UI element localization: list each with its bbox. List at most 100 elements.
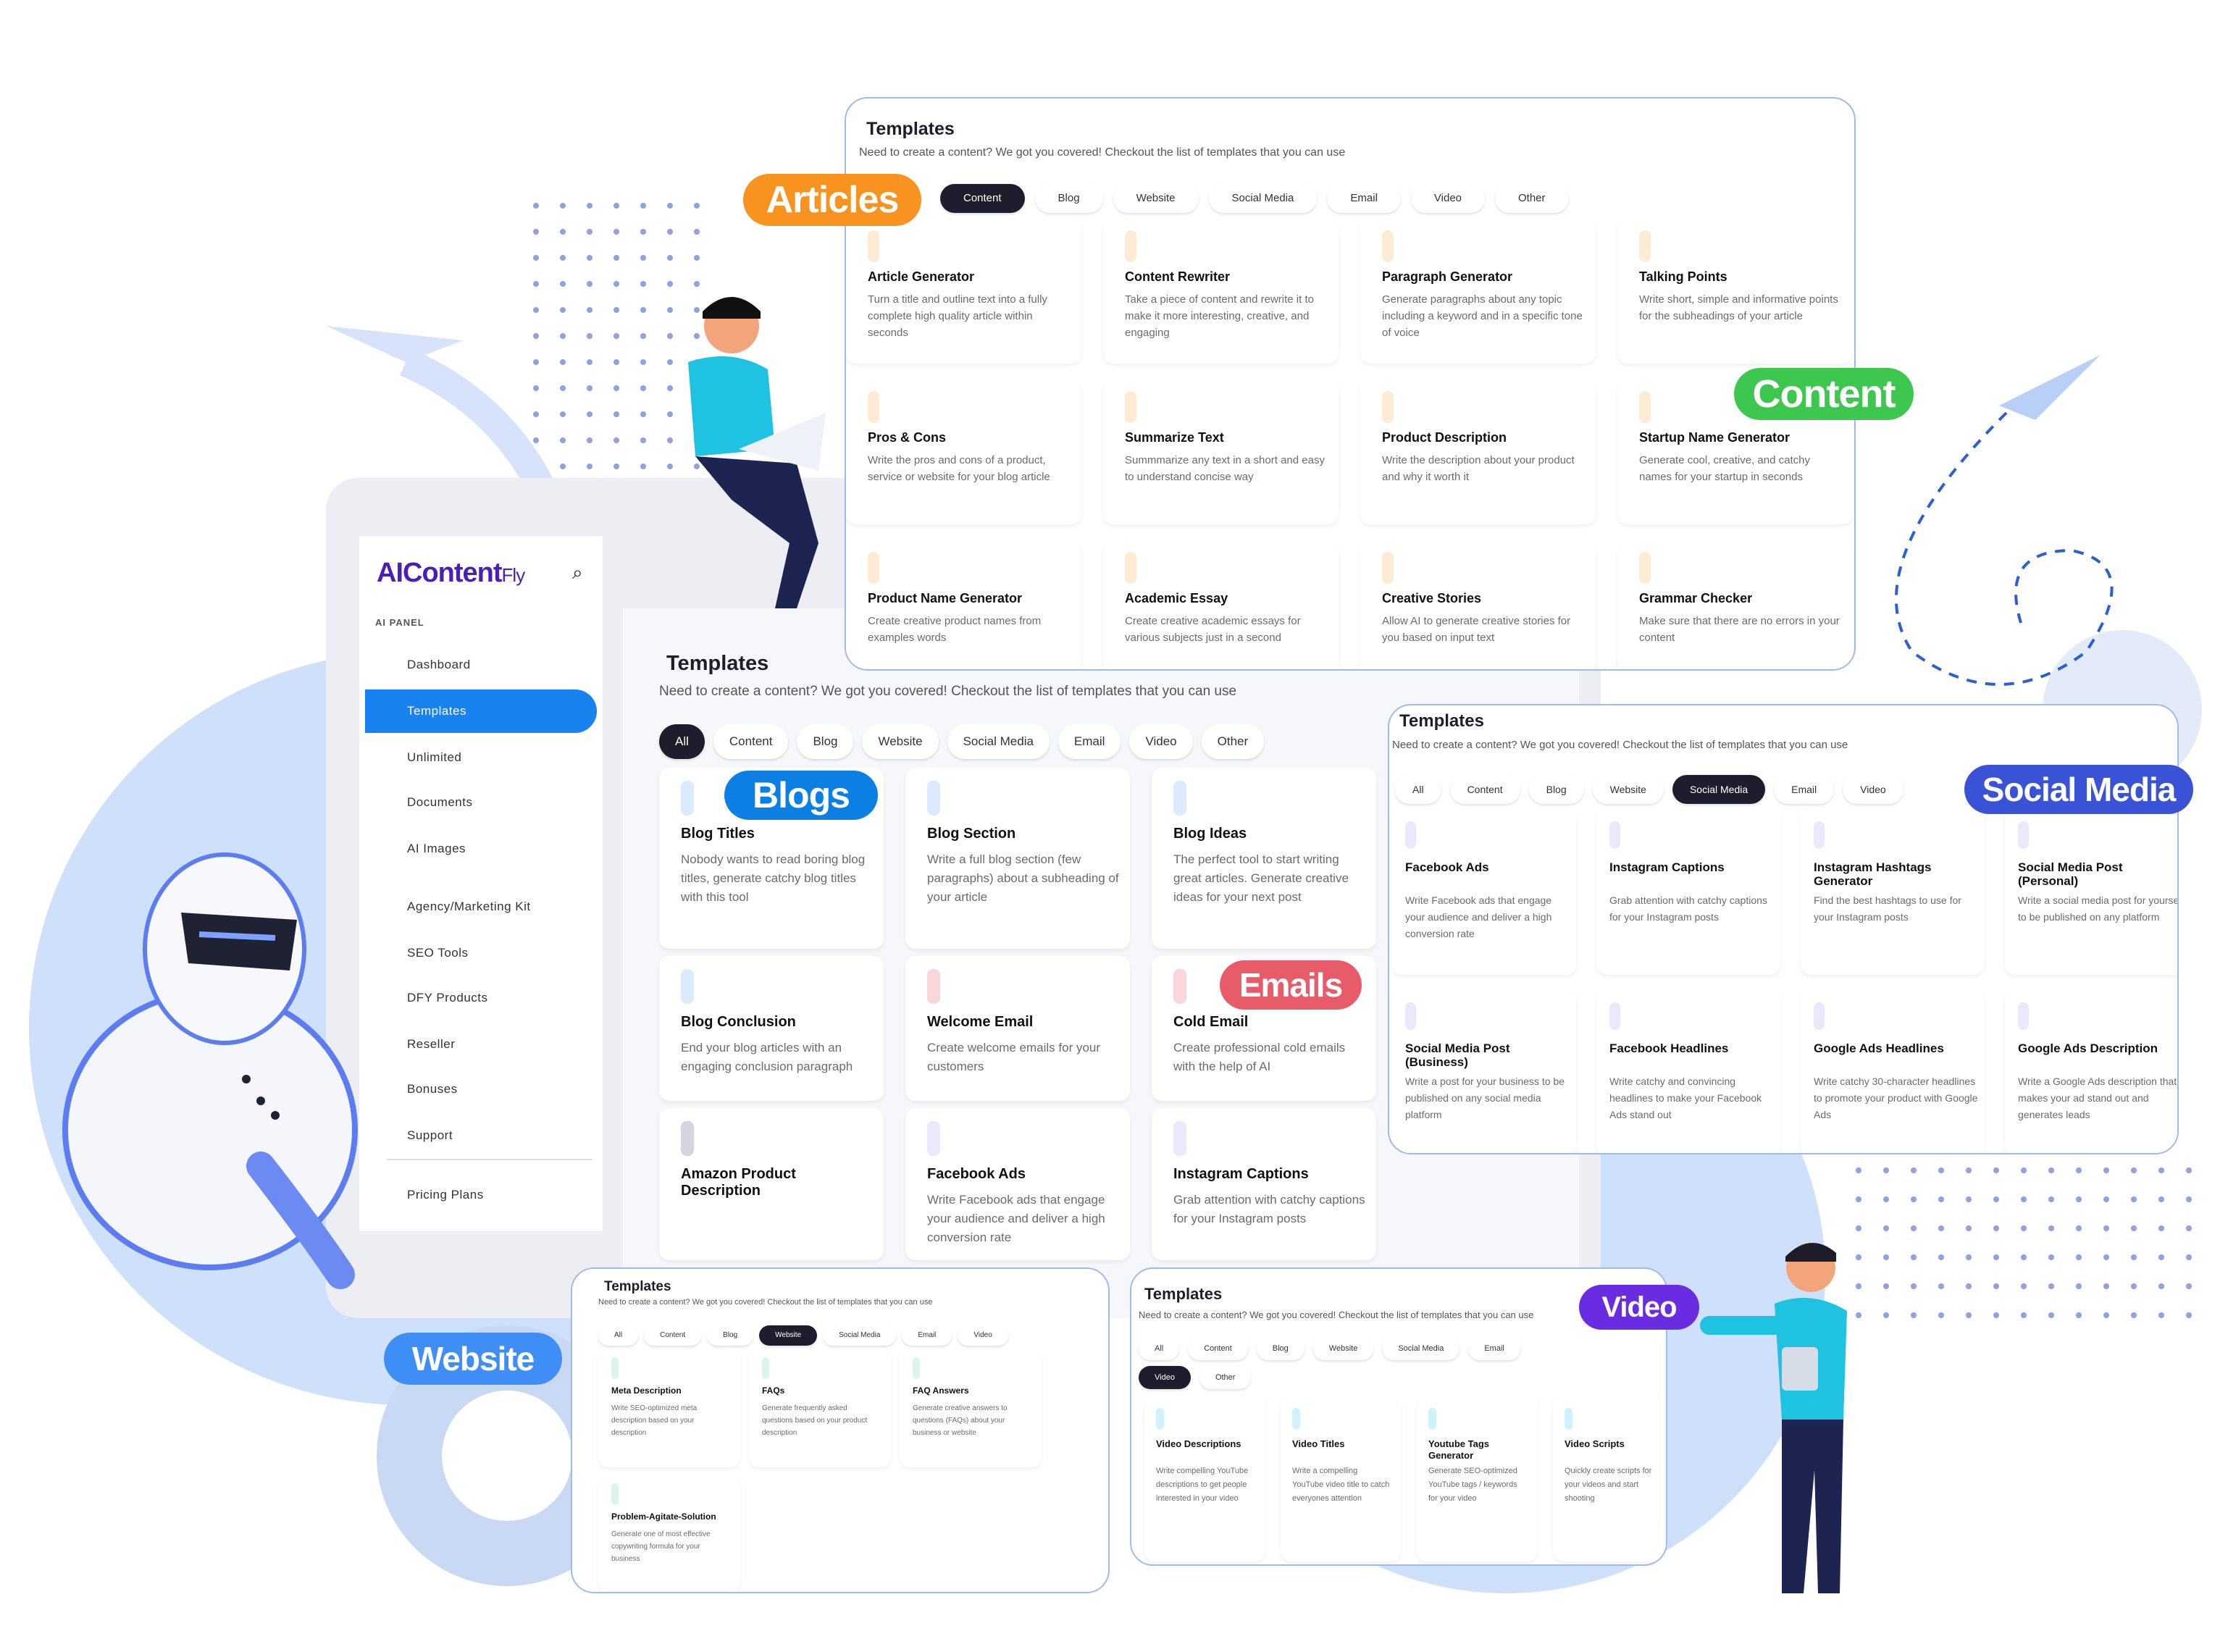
template-description: Write Facebook ads that engage your audi… [927,1193,1105,1244]
sidebar-item-agency-marketing-kit[interactable]: Agency/Marketing Kit [407,900,531,913]
tab-website[interactable]: Website [759,1325,818,1346]
sidebar-item-seo-tools[interactable]: SEO Tools [407,946,469,960]
dot [694,307,700,313]
tab-website[interactable]: Website [862,724,939,759]
paper-plane-icon [326,326,464,362]
tab-website[interactable]: Website [1592,775,1664,804]
template-card[interactable]: Social Media Post (Personal)Write a soci… [2005,807,2177,975]
sidebar-item-pricing-plans[interactable]: Pricing Plans [407,1188,484,1202]
dot [533,307,539,313]
sidebar-item-ai-images[interactable]: AI Images [407,842,466,855]
tab-email[interactable]: Email [1774,775,1835,804]
tab-blog[interactable]: Blog [797,724,854,759]
panel-subtitle: Need to create a content? We got you cov… [1139,1309,1534,1320]
tab-email[interactable]: Email [1327,184,1401,213]
dot [1856,1312,1861,1318]
dot [640,437,646,443]
app-logo[interactable]: AIContentFly [377,558,525,589]
tab-other[interactable]: Other [1199,1366,1252,1389]
sidebar-item-templates[interactable]: Templates [365,689,597,733]
tab-content[interactable]: Content [1449,775,1520,804]
sidebar-item-documents[interactable]: Documents [407,795,473,809]
tab-content[interactable]: Content [940,184,1025,213]
sidebar-item-dfy-products[interactable]: DFY Products [407,991,488,1005]
sidebar-item-unlimited[interactable]: Unlimited [407,750,462,764]
tab-content[interactable]: Content [1188,1337,1248,1360]
tab-email[interactable]: Email [1468,1337,1520,1360]
tab-all[interactable]: All [659,724,705,759]
tab-social-media[interactable]: Social Media [947,724,1050,759]
tab-website[interactable]: Website [1312,1337,1374,1360]
tab-all[interactable]: All [1395,775,1441,804]
tab-content[interactable]: Content [713,724,789,759]
sidebar-item-support[interactable]: Support [407,1128,453,1142]
tab-social-media[interactable]: Social Media [1382,1337,1460,1360]
tab-video[interactable]: Video [1410,184,1485,213]
panel-subtitle: Need to create a content? We got you cov… [859,146,1346,159]
tab-video[interactable]: Video [958,1325,1008,1346]
tab-email[interactable]: Email [902,1325,952,1346]
tab-content[interactable]: Content [644,1325,702,1346]
tab-blog[interactable]: Blog [707,1325,754,1346]
template-description: Generate cool, creative, and catchy name… [1639,454,1810,483]
tab-all[interactable]: All [598,1325,639,1346]
sidebar-item-dashboard[interactable]: Dashboard [407,658,471,671]
sidebar-item-bonuses[interactable]: Bonuses [407,1082,458,1096]
tab-website[interactable]: Website [1113,184,1199,213]
search-icon[interactable]: ⌕ [572,561,583,583]
tab-social-media[interactable]: Social Media [1208,184,1318,213]
dot [533,437,539,443]
sidebar-item-reseller[interactable]: Reseller [407,1037,456,1051]
tab-video[interactable]: Video [1139,1366,1191,1389]
dot [640,281,646,287]
tab-email[interactable]: Email [1058,724,1121,759]
tab-other[interactable]: Other [1201,724,1265,759]
tab-video[interactable]: Video [1843,775,1904,804]
tab-social-media[interactable]: Social Media [823,1325,897,1346]
tab-social-media[interactable]: Social Media [1672,775,1766,804]
template-card[interactable]: Social Media Post (Business)Write a post… [1392,988,1576,1153]
tab-other[interactable]: Other [1495,184,1569,213]
tab-blog[interactable]: Blog [1034,184,1103,213]
tab-all[interactable]: All [1139,1337,1180,1360]
template-description: Quickly create scripts for your videos a… [1565,1467,1652,1503]
dot [1938,1167,1944,1173]
template-card[interactable]: Amazon Product Description [659,1108,884,1260]
dot [2048,1196,2054,1202]
tab-blog[interactable]: Blog [1256,1337,1304,1360]
template-description: Generate SEO-optimized YouTube tags / ke… [1428,1467,1517,1503]
tab-blog[interactable]: Blog [1528,775,1584,804]
tab-video[interactable]: Video [1129,724,1193,759]
